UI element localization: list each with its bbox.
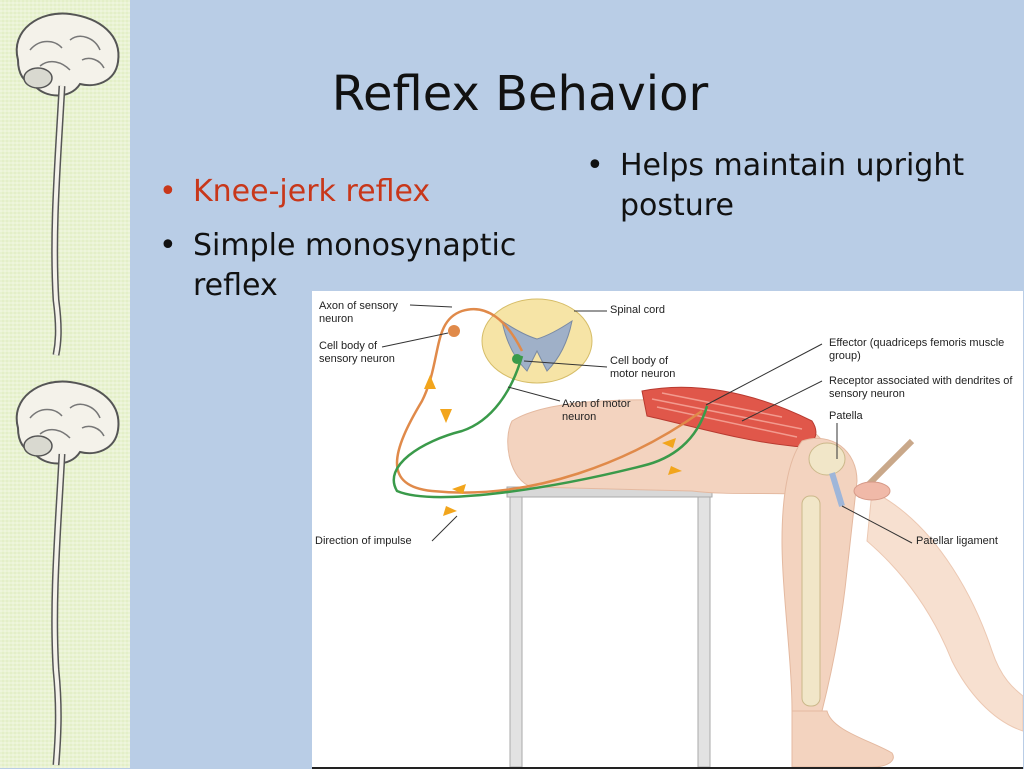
label-axon-sensory: Axon of sensory neuron [319,300,398,325]
label-cell-body-sensory: Cell body of sensory neuron [319,340,395,365]
label-effector: Effector (quadriceps femoris muscle grou… [829,337,1005,362]
label-direction-of-impulse: Direction of impulse [315,535,412,547]
brain-icon-top [15,12,120,97]
motor-cell-body [512,354,522,364]
label-receptor: Receptor associated with dendrites of se… [829,375,1013,400]
reflex-hammer-head [853,481,891,501]
impulse-arrows [424,375,682,516]
label-spinal-cord: Spinal cord [610,304,666,316]
label-patellar-ligament: Patellar ligament [916,535,998,547]
reflex-arc-illustration [381,298,1023,767]
table-leg-left [509,496,523,767]
foot-shape [791,710,894,767]
table-leg-right [697,496,711,767]
label-leader-lines [381,304,913,544]
label-cell-body-motor: Cell body of motor neuron [610,355,676,380]
left-bullet-list: Knee-jerk reflex Simple monosynaptic ref… [155,172,575,306]
decorative-side-strip [0,0,130,768]
background-leg [866,490,1023,732]
patella-bone [808,442,846,476]
brain-spine-illustration [15,12,120,766]
sensory-neuron-path [395,307,703,494]
bullet-monosynaptic: Simple monosynaptic reflex [155,226,575,306]
label-patella: Patella [829,410,863,422]
right-bullet-list: Helps maintain upright posture [582,146,1012,226]
bullet-upright-posture: Helps maintain upright posture [582,146,1012,226]
reflex-arc-figure: Axon of sensory neuron Cell body of sens… [312,291,1023,769]
tibia-bone [801,495,821,707]
slide-title: Reflex Behavior [331,66,709,122]
patellar-ligament-shape [829,472,845,507]
label-axon-motor: Axon of motor neuron [562,398,631,423]
motor-neuron-path [392,355,709,499]
sensory-cell-body [448,325,460,337]
brain-icon-bottom [15,380,120,465]
bullet-knee-jerk: Knee-jerk reflex [155,172,575,212]
